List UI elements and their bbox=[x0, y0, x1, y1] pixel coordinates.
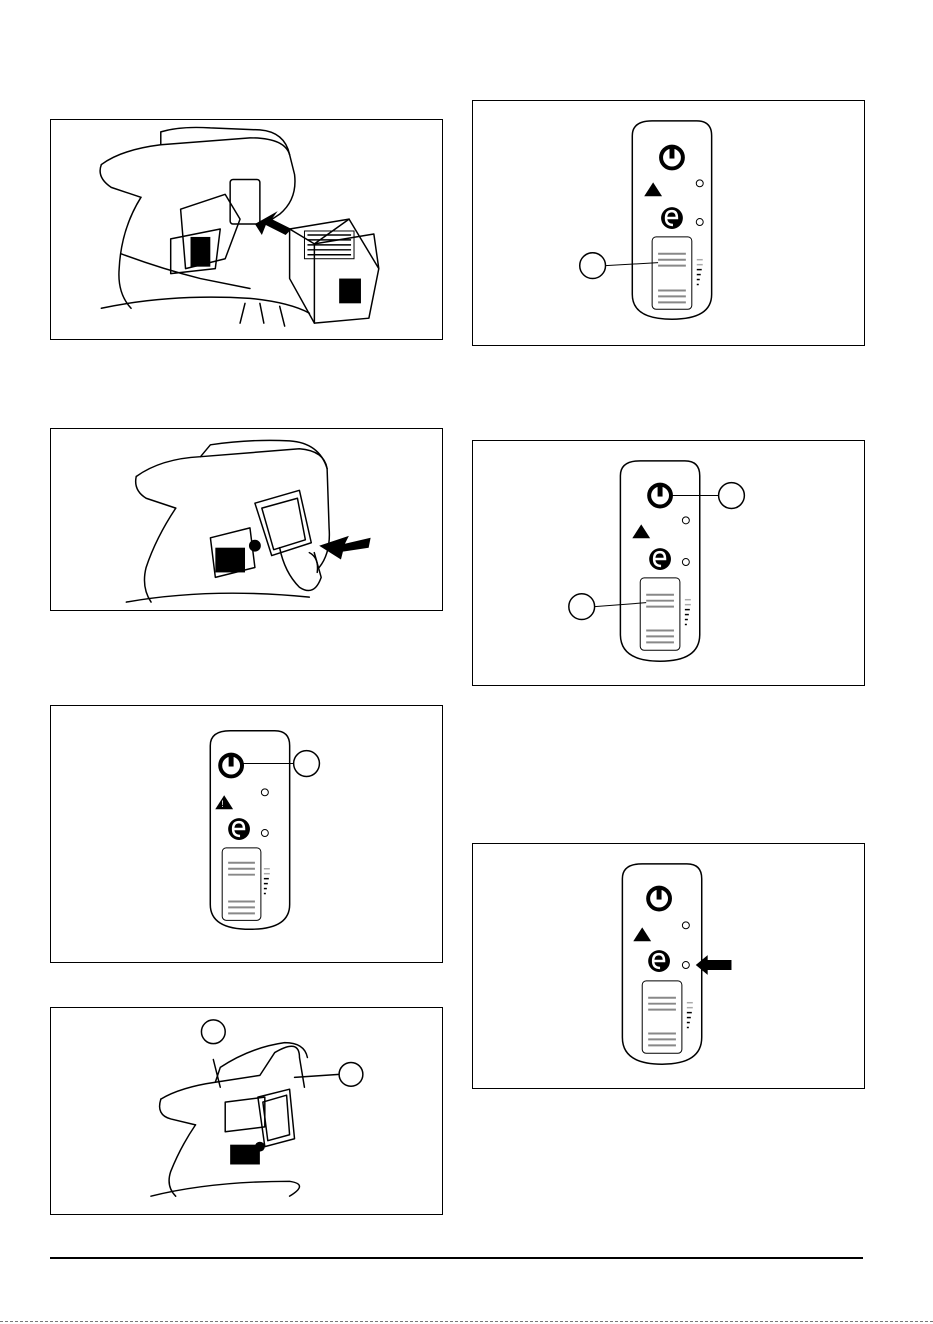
push-arrow-icon bbox=[319, 536, 370, 560]
callout-circle bbox=[569, 594, 595, 620]
figure-battery-insertion bbox=[50, 119, 443, 340]
power-icon bbox=[649, 484, 671, 507]
battery-window bbox=[642, 981, 682, 1053]
handles-illustration bbox=[51, 1008, 442, 1214]
battery-window bbox=[640, 578, 680, 650]
eco-mode-icon bbox=[228, 818, 250, 840]
warning-triangle-icon bbox=[632, 524, 650, 538]
figure-panel-power-indicator-callouts bbox=[472, 440, 865, 686]
battery-window bbox=[222, 848, 261, 920]
battery-level-icon bbox=[264, 869, 270, 894]
eco-mode-icon bbox=[649, 548, 671, 570]
eco-mode-icon bbox=[661, 207, 683, 229]
battery-grille bbox=[304, 231, 354, 259]
control-panel-illustration bbox=[473, 844, 864, 1088]
warning-triangle-icon bbox=[644, 182, 662, 196]
battery-insertion-illustration bbox=[51, 120, 442, 339]
battery-cover-illustration bbox=[51, 429, 442, 610]
power-icon bbox=[220, 754, 242, 777]
power-icon bbox=[648, 887, 670, 910]
figure-panel-indicator-callout bbox=[472, 100, 865, 346]
eco-mode-icon bbox=[648, 950, 670, 972]
battery-level-icon bbox=[697, 260, 703, 285]
battery-level-icon bbox=[685, 600, 691, 625]
callout-circle bbox=[580, 253, 606, 279]
callout-circle bbox=[719, 483, 745, 509]
callout-circle bbox=[201, 1020, 225, 1044]
battery-window bbox=[652, 237, 692, 309]
page-bottom-dashed-line bbox=[0, 1321, 933, 1322]
callout-circle bbox=[294, 751, 320, 777]
footer-rule bbox=[50, 1257, 863, 1259]
warning-triangle-icon bbox=[215, 795, 233, 809]
control-panel-illustration bbox=[473, 441, 864, 685]
control-panel-illustration bbox=[473, 101, 864, 345]
svg-text:!: ! bbox=[221, 799, 223, 809]
callout-circle bbox=[339, 1062, 363, 1086]
figure-panel-eco-led-arrow bbox=[472, 843, 865, 1089]
figure-battery-cover-closing bbox=[50, 428, 443, 611]
figure-panel-power-callout: ! bbox=[50, 705, 443, 963]
figure-handles-callout bbox=[50, 1007, 443, 1215]
power-icon bbox=[661, 146, 683, 169]
warning-triangle-icon bbox=[633, 927, 651, 941]
battery-level-icon bbox=[687, 1003, 693, 1028]
control-panel-illustration: ! bbox=[51, 706, 442, 962]
